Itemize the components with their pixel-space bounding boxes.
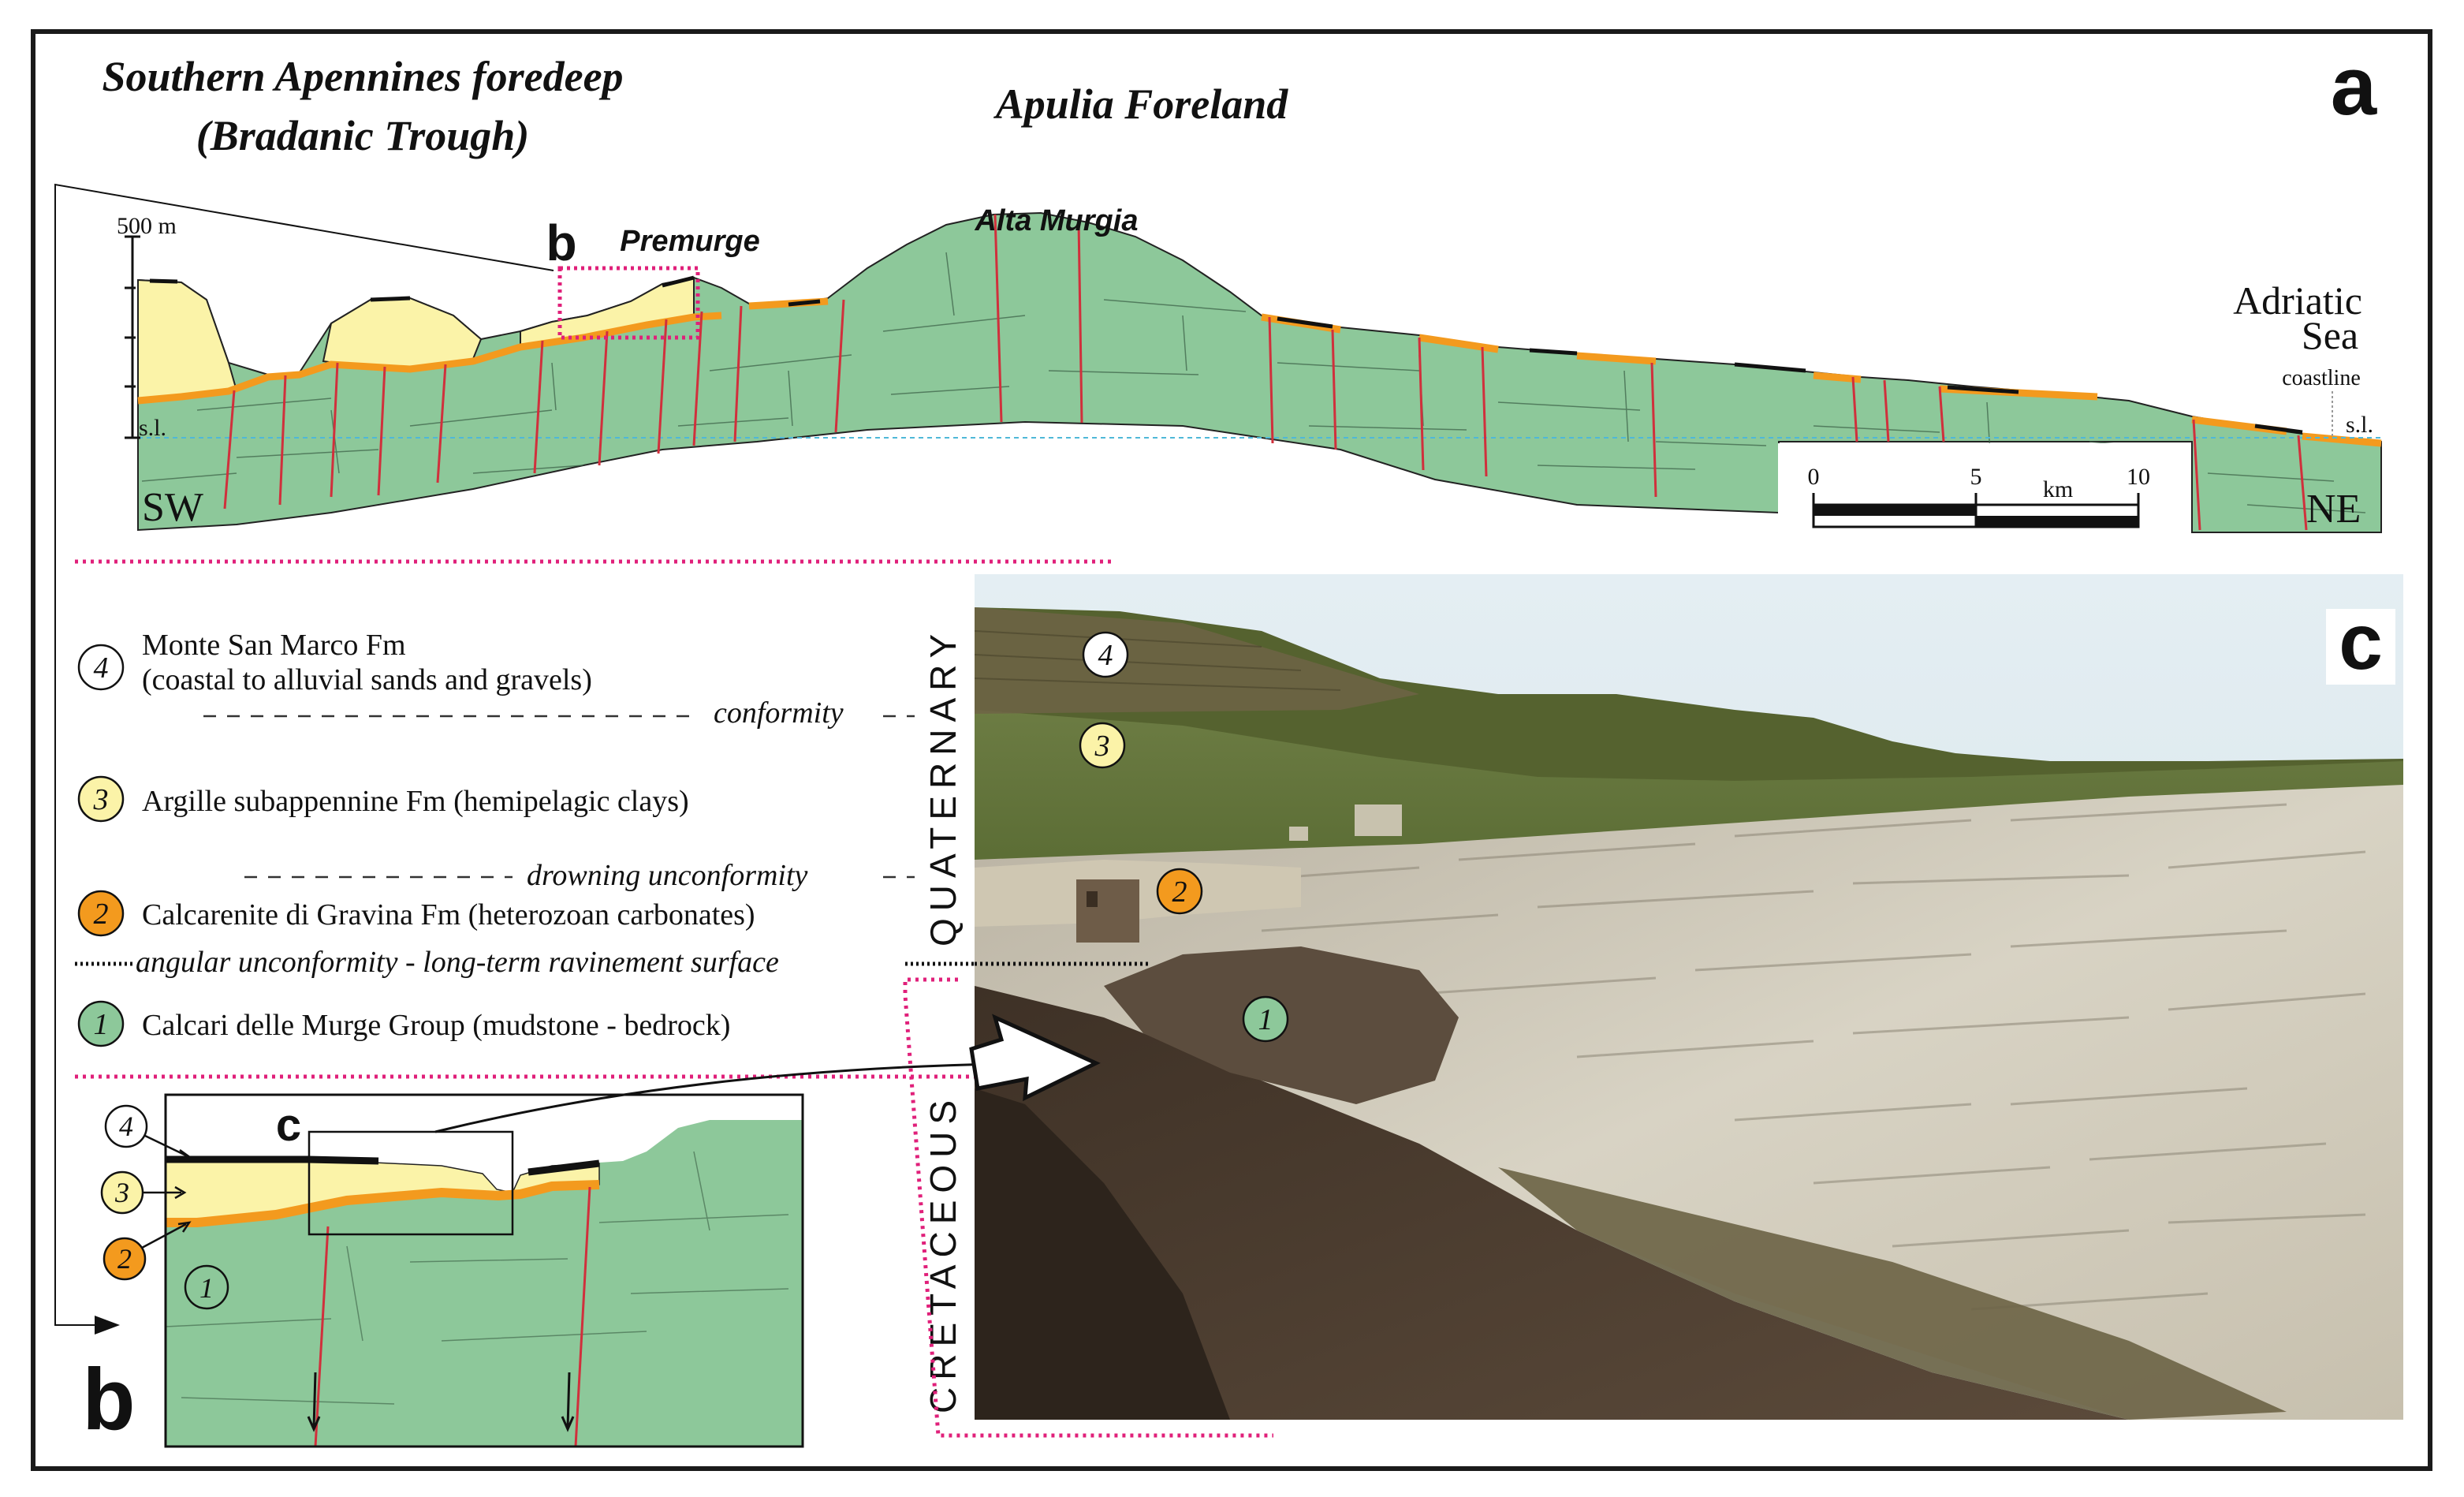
panel-b-unit-4-num: 4 <box>119 1111 133 1142</box>
coastline-label: coastline <box>2282 366 2361 390</box>
legend-num-3: 3 <box>93 783 109 816</box>
scale-tick-5: 5 <box>1970 464 1982 490</box>
sea-level-label-left: s.l. <box>139 415 166 441</box>
panel-c-label-box <box>2326 609 2395 685</box>
panel-c-marker: c <box>276 1099 301 1151</box>
legend-swatch-2 <box>77 890 125 937</box>
sea-level-label-right: s.l. <box>2346 412 2373 438</box>
title-foredeep-line1: Southern Apennines foredeep <box>102 53 623 100</box>
panel-c-label: c <box>2339 598 2383 686</box>
panel-b-inset: c 4 3 2 1 b <box>82 1093 804 1448</box>
adriatic-label-line1: Adriatic <box>2233 278 2362 323</box>
clay-cover-left <box>137 278 238 404</box>
panel-b-unit-3-num: 3 <box>114 1177 129 1208</box>
panel-a-label: a <box>2331 40 2378 133</box>
cretaceous-label: CRETACEOUS <box>923 1093 964 1413</box>
panel-a-cross-section: 0 5 10 km Southern Apennines foredeep (B… <box>54 40 2382 1335</box>
legend-label-4-line2: (coastal to alluvial sands and gravels) <box>142 663 592 696</box>
legend-swatch-1 <box>77 1000 125 1047</box>
legend-label-3: Argille subappennine Fm (hemipelagic cla… <box>142 785 689 818</box>
premurge-label: Premurge <box>620 225 759 258</box>
c-leader-curve <box>434 1062 1057 1133</box>
elevation-label: 500 m <box>117 213 177 239</box>
panel-b-unit-1 <box>184 1264 229 1310</box>
panel-b-leader-arrow <box>95 1316 120 1335</box>
scale-unit: km <box>2043 476 2073 502</box>
panel-b-label: b <box>82 1351 135 1448</box>
panel-b-marker: b <box>546 215 576 271</box>
legend-label-4-line1: Monte San Marco Fm <box>142 629 406 662</box>
panel-b-leader-line <box>54 183 554 1326</box>
legend-num-4: 4 <box>94 651 109 685</box>
conformity-label: conformity <box>714 696 844 730</box>
angular-unconformity-label: angular unconformity - long-term ravinem… <box>136 946 779 979</box>
panel-c-photo <box>975 574 2403 1420</box>
clay-cover-mid <box>322 297 483 368</box>
legend-num-2: 2 <box>94 898 109 931</box>
c-big-arrow <box>969 1014 1101 1102</box>
title-foredeep-line2: (Bradanic Trough) <box>196 112 530 159</box>
photo-unit-4-num: 4 <box>1098 639 1113 672</box>
panel-b-unit-2-num: 2 <box>117 1243 132 1275</box>
drowning-label: drowning unconformity <box>527 859 808 892</box>
legend-swatch-4 <box>77 644 125 691</box>
scale-tick-0: 0 <box>1808 464 1820 490</box>
alta-murgia-label: Alta Murgia <box>975 204 1139 237</box>
photo-unit-1 <box>1242 995 1289 1043</box>
panel-b-unit-3 <box>100 1170 144 1215</box>
scale-bar <box>1812 493 2140 528</box>
figure-frame <box>31 29 2432 1471</box>
sw-label: SW <box>142 485 203 530</box>
panel-b-unit-1-num: 1 <box>199 1272 214 1304</box>
panel-b-unit-4 <box>104 1104 148 1148</box>
elevation-axis <box>125 235 140 439</box>
panel-b-frame <box>164 1093 804 1448</box>
photo-unit-2-num: 2 <box>1172 875 1187 909</box>
bedrock-joints <box>141 252 2366 513</box>
ne-label: NE <box>2306 487 2361 532</box>
legend: 4 Monte San Marco Fm (coastal to alluvia… <box>75 629 1151 1047</box>
monte-san-marco-caps <box>149 275 2303 435</box>
panel-b-location-box <box>557 266 700 340</box>
legend-swatch-3 <box>77 775 125 823</box>
quaternary-label: QUATERNARY <box>923 627 964 946</box>
panel-b-unit-2 <box>103 1237 147 1281</box>
legend-label-1: Calcari delle Murge Group (mudstone - be… <box>142 1009 730 1042</box>
photo-unit-2 <box>1156 868 1203 915</box>
photo-unit-3 <box>1079 722 1126 769</box>
title-apulia-foreland: Apulia Foreland <box>993 80 1289 128</box>
photo-unit-4 <box>1082 631 1129 678</box>
legend-num-1: 1 <box>94 1008 109 1041</box>
faults <box>223 214 2308 531</box>
photo-unit-1-num: 1 <box>1258 1003 1273 1036</box>
adriatic-label-line2: Sea <box>2302 313 2358 357</box>
photo-unit-3-num: 3 <box>1094 730 1110 763</box>
scale-tick-10: 10 <box>2127 464 2150 490</box>
legend-label-2: Calcarenite di Gravina Fm (heterozoan ca… <box>142 898 755 931</box>
